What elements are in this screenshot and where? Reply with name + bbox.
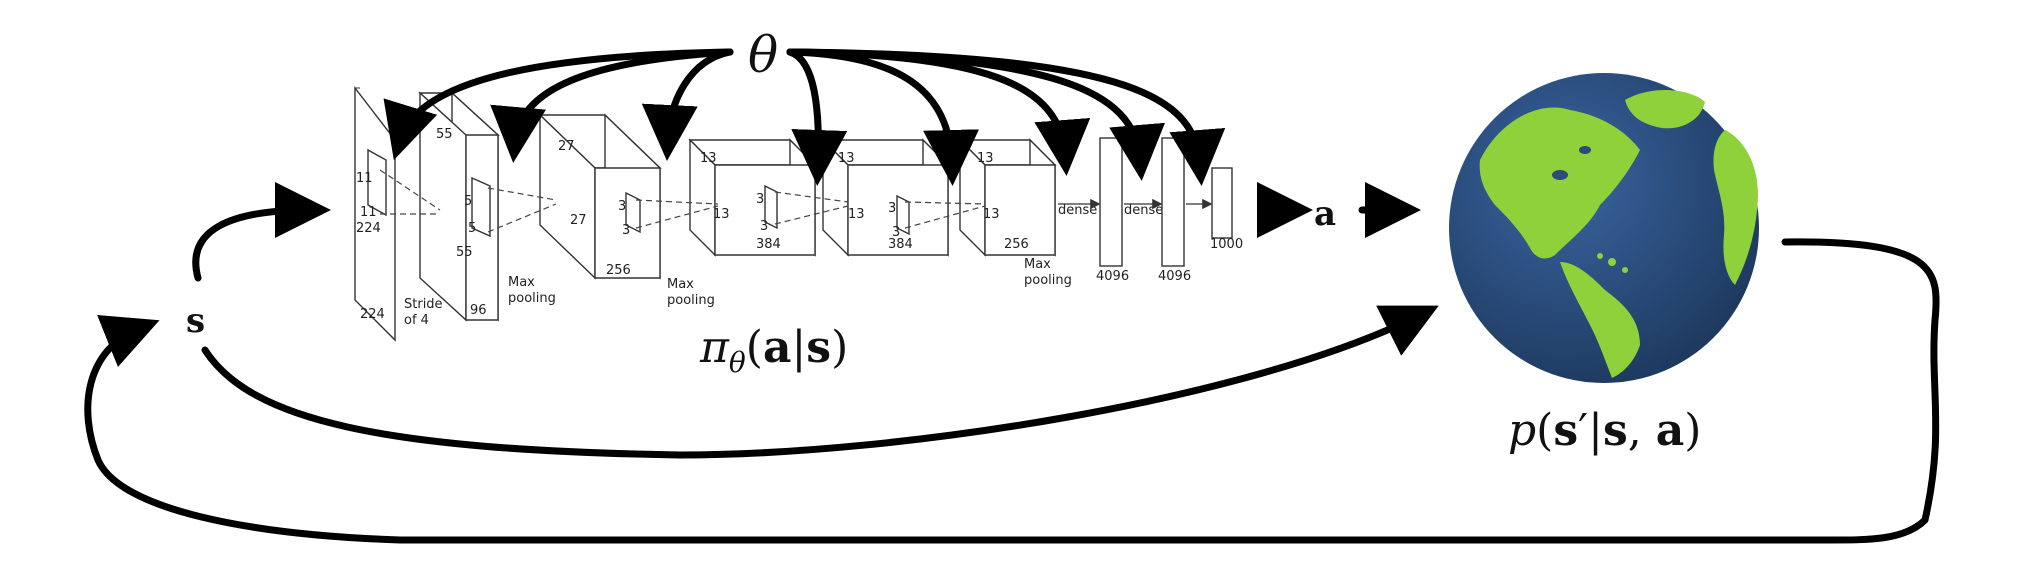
receptive-field-lines: [379, 169, 986, 233]
pool1-line2: pooling: [508, 291, 556, 306]
pool2-line2: pooling: [667, 293, 715, 308]
conv4-block: 13 13 3 3 384: [821, 138, 950, 257]
conv1-block: 55 55 5 5 96 Max pooling: [418, 91, 556, 322]
stride-label-line1: Stride: [404, 297, 443, 312]
conv1-kernel-h: 5: [464, 194, 472, 209]
conv1-depth: 96: [470, 303, 487, 318]
env-to-state-arrow: [84, 238, 1940, 544]
dense2-size: 4096: [1158, 269, 1191, 284]
input-dim-w: 224: [360, 307, 385, 322]
state-to-policy-arrow: [192, 182, 331, 282]
loop-arrows: [84, 48, 1940, 544]
input-kernel-h: 11: [356, 171, 373, 186]
conv4-kernel-h: 3: [888, 201, 896, 216]
dense1-label: dense: [1058, 203, 1097, 218]
state-to-env-arrow: [201, 305, 1439, 459]
state-symbol: s: [186, 301, 205, 341]
theta-to-conv2-arrow: [641, 48, 734, 161]
conv3-kernel-w: 3: [760, 219, 768, 234]
theta-to-conv3-arrow: [786, 48, 848, 186]
conv2-dim-side: 27: [570, 213, 587, 228]
conv3-block: 13 13 3 3 384: [688, 138, 817, 257]
action-symbol: a: [1314, 194, 1336, 234]
dense1-size: 4096: [1096, 269, 1129, 284]
conv2-dim-top: 27: [558, 139, 575, 154]
conv2-depth: 256: [606, 263, 631, 278]
conv1-kernel-w: 5: [468, 221, 476, 236]
conv1-dim-top: 55: [436, 127, 453, 142]
globe-icon: [1449, 73, 1759, 383]
dense2-label: dense: [1124, 203, 1163, 218]
conv3-kernel-h: 3: [756, 192, 764, 207]
pool5-line2: pooling: [1024, 273, 1072, 288]
conv5-block: 13 13 256 Max pooling: [958, 138, 1072, 288]
pool2-line1: Max: [667, 277, 694, 292]
pool5-line1: Max: [1024, 257, 1051, 272]
conv3-dim-top: 13: [700, 151, 717, 166]
conv1-dim-side: 55: [456, 245, 473, 260]
theta-to-input-arrow: [383, 48, 734, 161]
conv4-depth: 384: [888, 237, 913, 252]
input-dim-h: 224: [356, 221, 381, 236]
conv4-kernel-w: 3: [892, 225, 900, 240]
conv4-dim-top: 13: [838, 151, 855, 166]
dense-layers: dense 4096 dense 4096 1000: [1058, 137, 1243, 284]
conv3-depth: 384: [756, 237, 781, 252]
conv2-kernel-h: 3: [618, 199, 626, 214]
policy-label: πθ(a|s): [699, 322, 848, 379]
conv4-dim-side: 13: [848, 207, 865, 222]
theta-to-dense2-arrow: [786, 48, 1226, 186]
conv5-dim-top: 13: [977, 151, 994, 166]
cnn-network: 11 11 224 224 Stride of 4 55 55 5 5 96 M…: [354, 85, 1243, 342]
pool1-line1: Max: [508, 275, 535, 290]
conv5-dim-side: 13: [983, 207, 1000, 222]
stride-label-line2: of 4: [404, 313, 429, 328]
input-kernel-w: 11: [360, 205, 377, 220]
theta-symbol: θ: [748, 26, 778, 84]
output-size: 1000: [1210, 237, 1243, 252]
theta-to-conv1-arrow: [490, 48, 734, 163]
conv3-dim-side: 13: [713, 207, 730, 222]
dynamics-label: p(s′|s, a): [1508, 405, 1701, 456]
conv5-depth: 256: [1004, 237, 1029, 252]
conv2-block: 27 27 3 3 256 Max pooling: [538, 113, 715, 308]
conv2-kernel-w: 3: [622, 223, 630, 238]
